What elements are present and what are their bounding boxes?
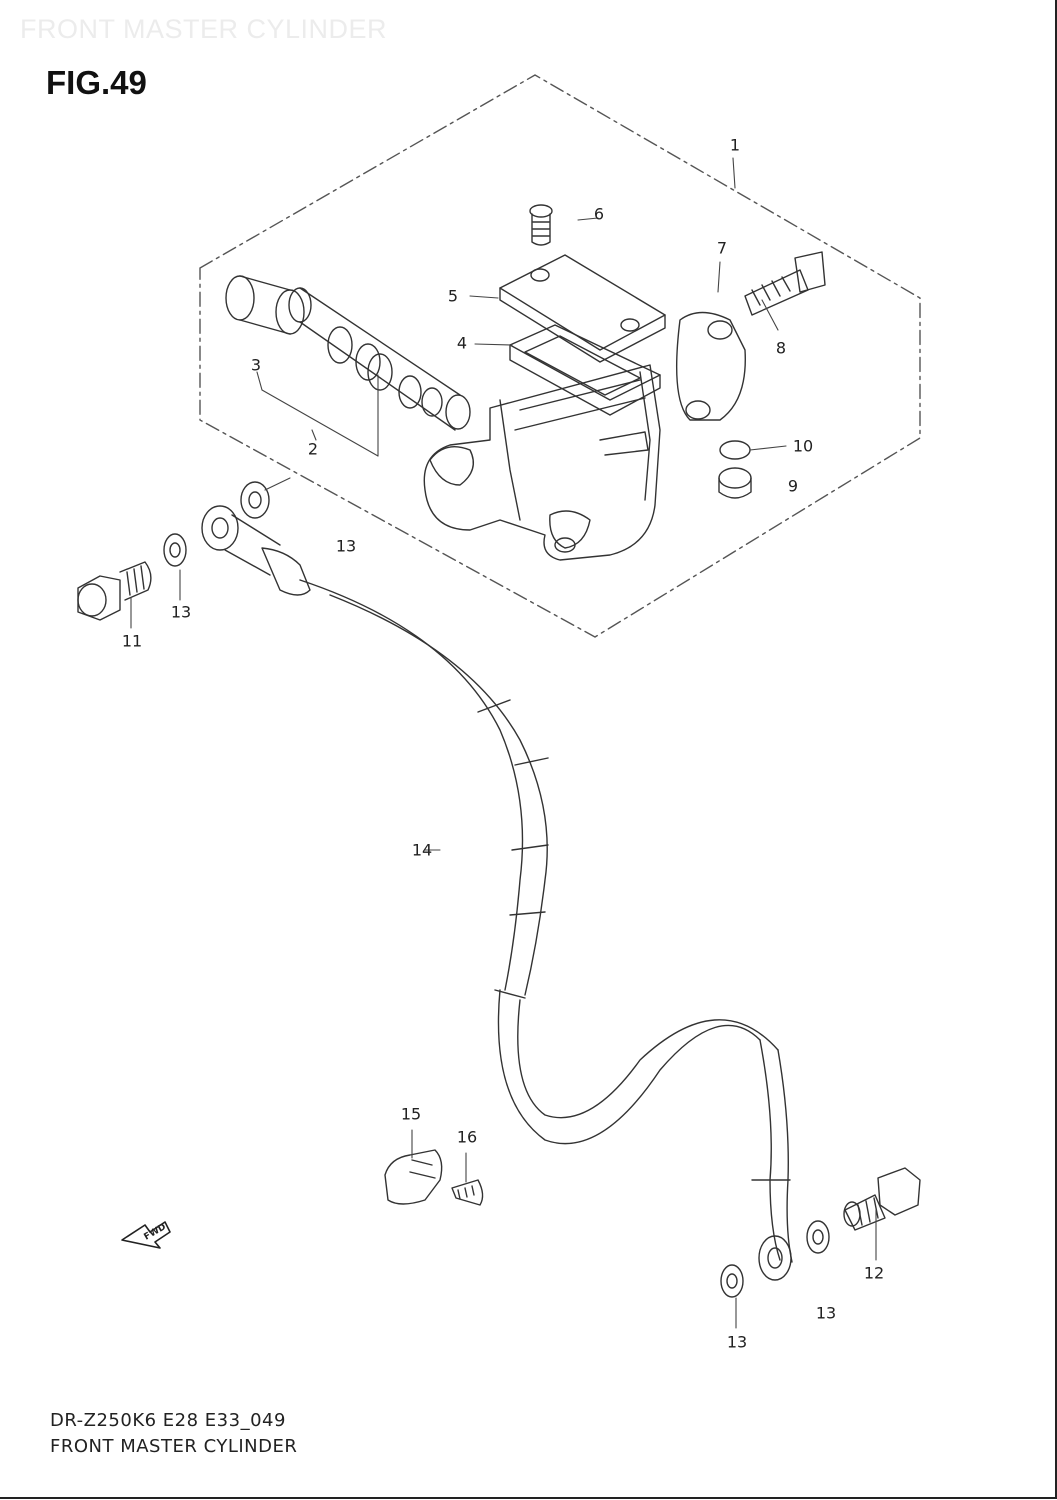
- lower-union-bolt: [843, 1167, 921, 1231]
- callout-5: 5: [447, 286, 459, 306]
- lever-bracket: [675, 311, 746, 421]
- callout-14: 14: [411, 840, 433, 860]
- callout-15: 15: [400, 1104, 422, 1124]
- piston-assembly: [225, 275, 471, 431]
- assembly-boundary: [199, 74, 921, 638]
- cap-screw: [529, 204, 553, 246]
- callout-12: 12: [863, 1263, 885, 1283]
- callout-1: 1: [729, 135, 741, 155]
- upper-union-bolt: [77, 561, 152, 621]
- footer-model-code: DR-Z250K6 E28 E33_049: [50, 1410, 286, 1431]
- pivot-bolt: [744, 251, 826, 316]
- diaphragm: [509, 324, 661, 416]
- brake-hose: [299, 579, 793, 1263]
- callout-11: 11: [121, 631, 143, 651]
- upper-washer: [163, 533, 187, 567]
- callout-7: 7: [716, 238, 728, 258]
- callout-13-upper-washer: 13: [170, 602, 192, 622]
- forward-arrow-icon: [121, 1221, 171, 1249]
- callout-10: 10: [792, 436, 814, 456]
- lower-hose-fitting: [758, 1235, 792, 1281]
- clamp-screw: [451, 1179, 484, 1206]
- callout-8: 8: [775, 338, 787, 358]
- reservoir-cap: [499, 254, 666, 363]
- callout-4: 4: [456, 333, 468, 353]
- hose-clamp: [384, 1149, 443, 1205]
- callout-6: 6: [593, 204, 605, 224]
- o-ring: [719, 440, 751, 460]
- callout-16: 16: [456, 1127, 478, 1147]
- upper-hose-fitting: [201, 481, 311, 596]
- callout-9: 9: [787, 476, 799, 496]
- master-cylinder-body: [423, 364, 661, 561]
- lower-washer-a: [806, 1220, 830, 1254]
- nut: [718, 467, 752, 499]
- page-header-title: FRONT MASTER CYLINDER: [20, 14, 388, 44]
- lower-washer-b: [720, 1264, 744, 1298]
- callout-13-lower-washer-b: 13: [726, 1332, 748, 1352]
- callout-13-lower-washer-a: 13: [815, 1303, 837, 1323]
- callout-13-upper-fitting: 13: [335, 536, 357, 556]
- figure-number: FIG.49: [46, 64, 147, 101]
- callout-3: 3: [250, 355, 262, 375]
- callout-2: 2: [307, 439, 319, 459]
- leader-lines: [130, 157, 877, 1329]
- footer-title: FRONT MASTER CYLINDER: [50, 1436, 298, 1457]
